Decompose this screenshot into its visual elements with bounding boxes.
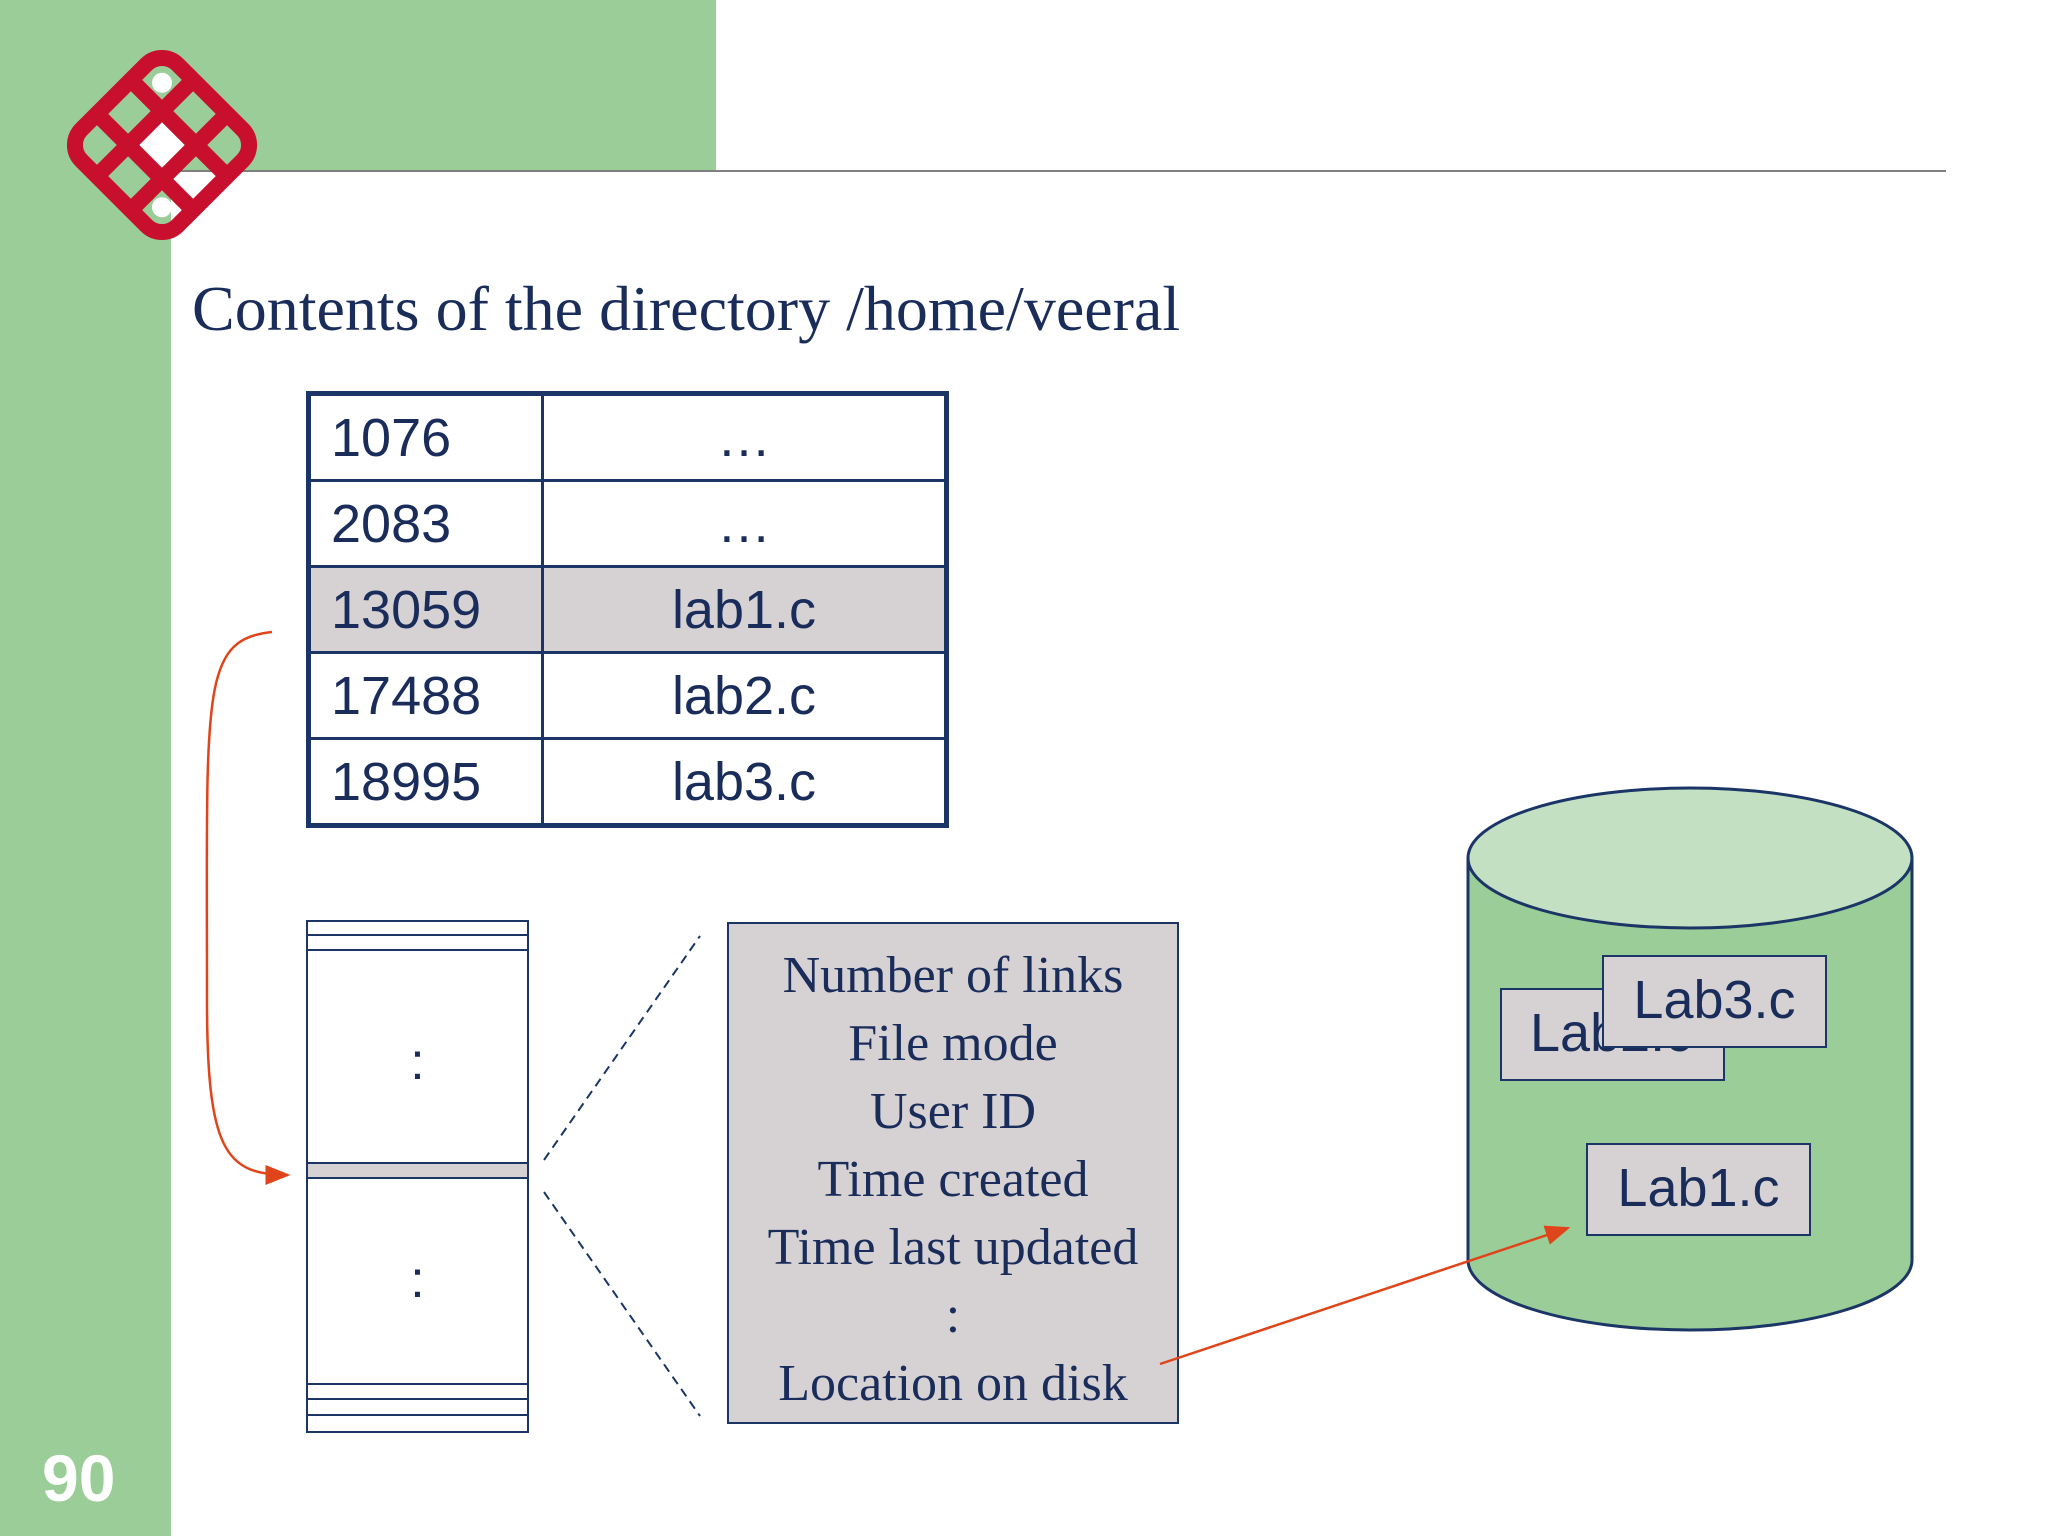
inode-entry-highlighted [308,1162,527,1179]
inode-field: User ID [869,1083,1037,1140]
inode-field: Time last updated [767,1219,1139,1276]
inode-number-cell: 2083 [307,479,544,568]
table-line [308,949,527,951]
inode-field: File mode [848,1015,1058,1072]
file-name-cell: lab1.c [541,565,948,654]
inode-number-cell: 18995 [307,737,544,827]
header-divider [171,170,1946,172]
disk-file-lab3: Lab3.c [1602,955,1827,1048]
slide-number: 90 [42,1441,116,1515]
inode-table: : : [306,920,529,1433]
inode-number-cell: 1076 [307,392,544,482]
inode-number-cell: 13059 [307,565,544,654]
zoom-guide-line [543,1191,701,1417]
disk-file-lab1: Lab1.c [1586,1143,1811,1236]
table-row: 1076 … [307,392,948,482]
table-row: 17488 lab2.c [307,651,948,740]
file-name-cell: … [541,479,948,568]
table-line [308,934,527,936]
file-name-cell: … [541,392,948,482]
inode-table-ellipsis: : [410,1251,425,1309]
inode-number-cell: 17488 [307,651,544,740]
inode-field: Number of links [782,947,1124,1004]
table-row: 18995 lab3.c [307,737,948,827]
file-name-cell: lab3.c [541,737,948,827]
table-row-highlighted: 13059 lab1.c [307,565,948,654]
table-line [308,1383,527,1385]
table-row: 2083 … [307,479,948,568]
inode-to-disk-arrow [1159,1225,1571,1366]
university-logo-icon [66,49,258,241]
inode-field: Time created [817,1151,1089,1208]
slide-title: Contents of the directory /home/veeral [192,273,1181,344]
file-name-cell: lab2.c [541,651,948,740]
inode-field: : [945,1287,961,1344]
zoom-guide-line [543,935,701,1161]
inode-field: Location on disk [778,1355,1128,1412]
directory-table: 1076 … 2083 … 13059 lab1.c 17488 lab2.c … [306,391,949,828]
inode-table-ellipsis: : [410,1033,425,1091]
directory-to-inode-arrow [205,630,291,1185]
inode-details-box: Number of links File mode User ID Time c… [727,922,1179,1424]
table-line [308,1414,527,1416]
table-line [308,1398,527,1400]
left-sidebar [0,0,171,1536]
